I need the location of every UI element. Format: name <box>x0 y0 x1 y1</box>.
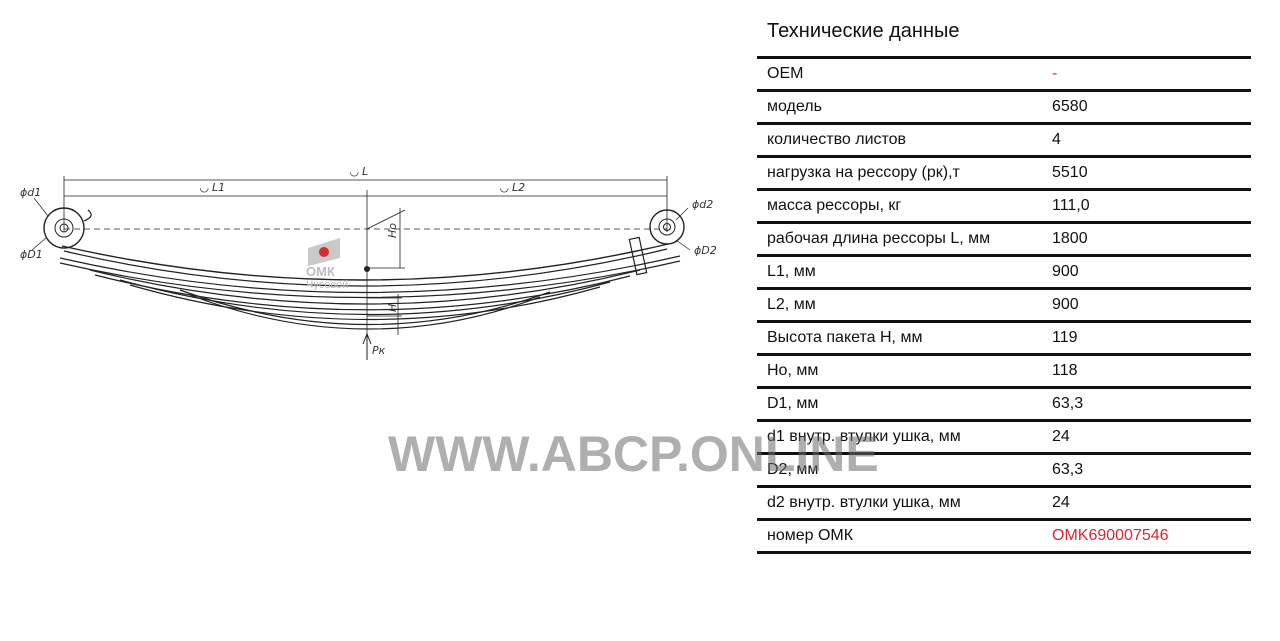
leaf-spring-svg: ◡ L ◡ L1 ◡ L2 ϕd1 ϕD1 ϕd2 ϕD2 Ho H Pк ОМ… <box>20 165 717 360</box>
logo-subtitle: Чусовой <box>306 279 348 291</box>
spec-row-label: Высота пакета H, мм <box>757 321 1034 356</box>
leaf-spring-drawing: ◡ L ◡ L1 ◡ L2 ϕd1 ϕD1 ϕd2 ϕD2 Ho H Pк ОМ… <box>0 120 740 380</box>
spec-row-value: 6580 <box>1034 90 1251 125</box>
spec-row-label: модель <box>757 90 1034 125</box>
dim-label-d2-inner: ϕd2 <box>692 198 713 211</box>
dim-label-d1-outer: ϕD1 <box>20 248 43 261</box>
spec-row-value: 4 <box>1034 123 1251 158</box>
omk-logo: ОМК Чусовой <box>306 238 348 291</box>
dim-label-l1: ◡ L1 <box>200 181 225 194</box>
spec-row-value: - <box>1034 57 1251 92</box>
spec-row-value: 118 <box>1034 354 1251 389</box>
spec-row-value: 111,0 <box>1034 189 1251 224</box>
spec-row-label: Ho, мм <box>757 354 1034 389</box>
spec-row: OEM- <box>757 57 1251 92</box>
spec-row-label: d2 внутр. втулки ушка, мм <box>757 486 1034 521</box>
spec-row-value: 63,3 <box>1034 387 1251 422</box>
dim-label-l2: ◡ L2 <box>500 181 525 194</box>
spec-row-label: масса рессоры, кг <box>757 189 1034 224</box>
dim-label-d2-outer: ϕD2 <box>694 244 717 257</box>
spec-row-value: 5510 <box>1034 156 1251 191</box>
spec-row-label: d1 внутр. втулки ушка, мм <box>757 420 1034 455</box>
dim-label-pk: Pк <box>372 344 386 357</box>
dim-label-ho: Ho <box>386 223 399 238</box>
spec-row-label: номер ОМК <box>757 519 1034 554</box>
spec-row-value: 24 <box>1034 420 1251 455</box>
spec-row-value: 900 <box>1034 288 1251 323</box>
spec-row-label: количество листов <box>757 123 1034 158</box>
dim-label-l: ◡ L <box>350 165 368 178</box>
spec-row-label: D1, мм <box>757 387 1034 422</box>
spec-row-value: 119 <box>1034 321 1251 356</box>
spec-row-label: L2, мм <box>757 288 1034 323</box>
spec-title: Технические данные <box>767 20 960 42</box>
dim-label-d1-inner: ϕd1 <box>20 186 41 199</box>
logo-red-dot-icon <box>319 247 329 257</box>
spec-row-value: OMK690007546 <box>1034 519 1251 554</box>
center-bolt-dot <box>364 266 370 272</box>
spec-row-value: 900 <box>1034 255 1251 290</box>
spec-row-value: 24 <box>1034 486 1251 521</box>
dim-label-h: H <box>386 304 399 312</box>
spec-row-label: D2, мм <box>757 453 1034 488</box>
spec-row-label: L1, мм <box>757 255 1034 290</box>
spec-row-value: 63,3 <box>1034 453 1251 488</box>
spec-row-label: рабочая длина рессоры L, мм <box>757 222 1034 257</box>
spec-row-label: нагрузка на рессору (рк),т <box>757 156 1034 191</box>
logo-brand: ОМК <box>306 264 335 279</box>
spec-row-label: OEM <box>757 57 1034 92</box>
spec-row-value: 1800 <box>1034 222 1251 257</box>
